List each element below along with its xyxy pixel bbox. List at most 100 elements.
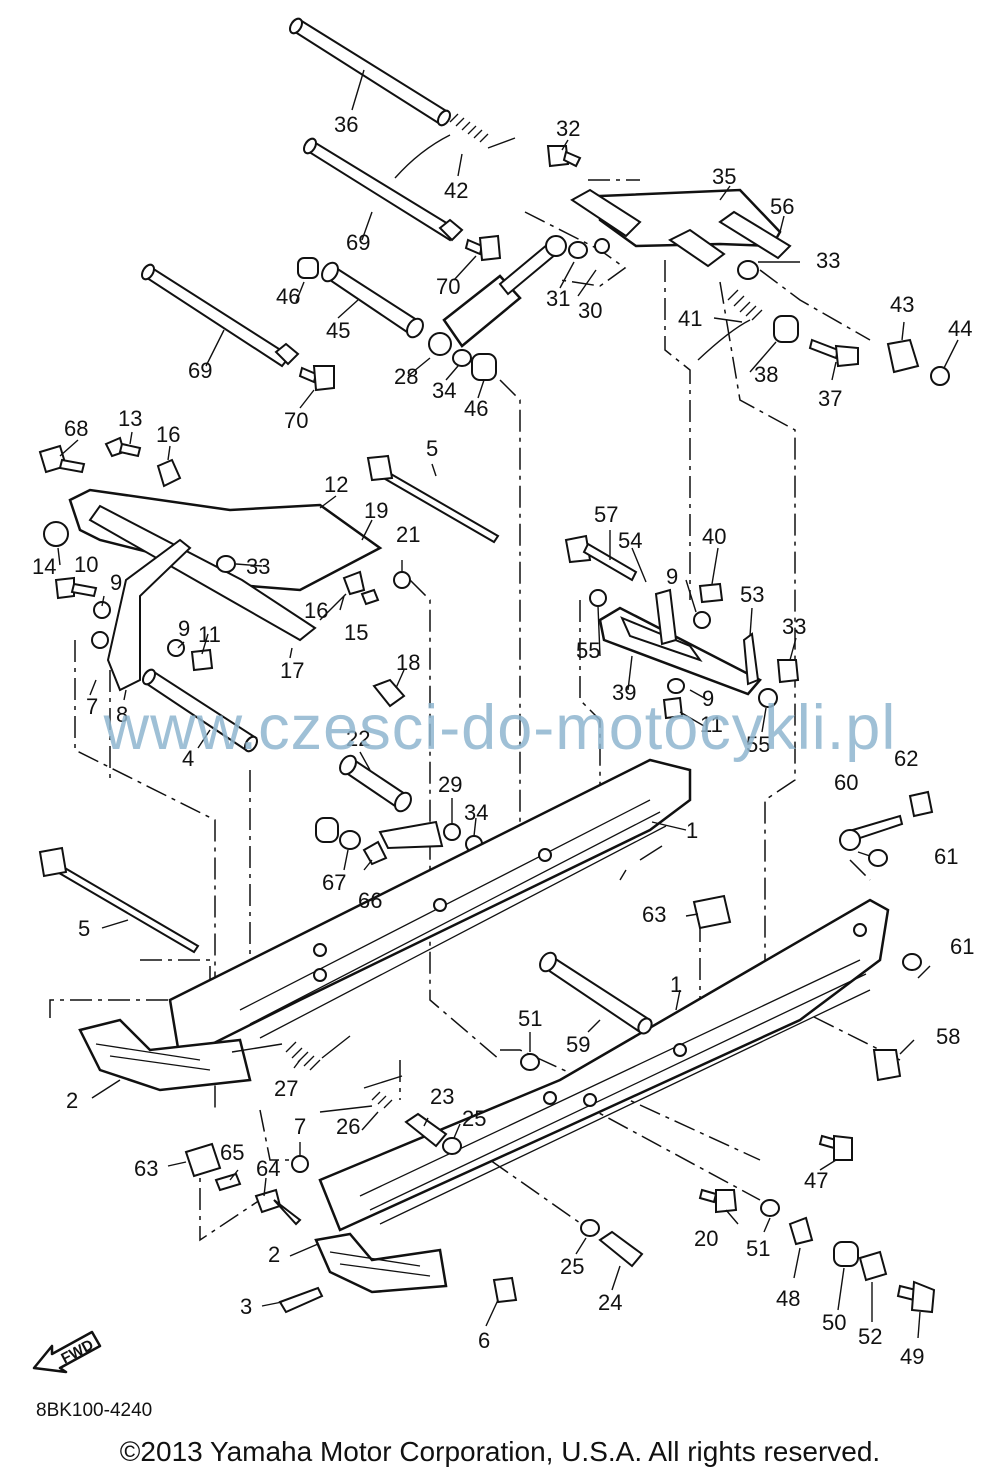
bolt-70-lower <box>298 365 335 392</box>
ski-2-upper <box>78 1018 252 1092</box>
callout-60: 60 <box>834 770 858 795</box>
callout-33: 33 <box>816 248 840 273</box>
callout-48: 48 <box>776 1286 800 1311</box>
callout-7: 7 <box>294 1114 306 1139</box>
callout-2: 2 <box>268 1242 280 1267</box>
axle-4 <box>142 668 258 753</box>
collar-45-46 <box>297 257 424 339</box>
callout-53: 53 <box>740 582 764 607</box>
callout-15: 15 <box>344 620 368 645</box>
callout-1: 1 <box>686 818 698 843</box>
callout-55: 55 <box>576 638 600 663</box>
callout-22: 22 <box>346 726 370 751</box>
rail-1-right <box>318 898 890 1232</box>
callout-14: 14 <box>32 554 56 579</box>
callout-34: 34 <box>432 378 456 403</box>
shaft-69-lower <box>141 263 300 368</box>
callout-20: 20 <box>694 1226 718 1251</box>
callout-7: 7 <box>86 694 98 719</box>
callout-30: 30 <box>578 298 602 323</box>
callout-68: 68 <box>64 416 88 441</box>
shock-absorber-28 <box>428 235 610 381</box>
callout-1: 1 <box>670 972 682 997</box>
callout-62: 62 <box>894 746 918 771</box>
callout-13: 13 <box>118 406 142 431</box>
callout-11: 11 <box>700 712 723 737</box>
callout-9: 9 <box>666 564 678 589</box>
shaft-36 <box>289 17 451 127</box>
callout-67: 67 <box>322 870 346 895</box>
mid-arm-39 <box>564 534 800 720</box>
assembly-guide-lines <box>49 179 901 1242</box>
spring-42 <box>394 113 516 179</box>
callout-17: 17 <box>280 658 304 683</box>
callout-49: 49 <box>900 1344 924 1369</box>
long-bolt-5-lower <box>38 846 200 954</box>
long-bolt-5-upper <box>366 454 500 544</box>
callout-33: 33 <box>782 614 806 639</box>
callout-29: 29 <box>438 772 462 797</box>
diagram-code: 8BK100-4240 <box>36 1400 153 1421</box>
forward-arrow-icon: FWD <box>32 1330 102 1374</box>
callout-59: 59 <box>566 1032 590 1057</box>
callout-11: 11 <box>198 622 221 647</box>
callout-leaders <box>57 69 959 1339</box>
callout-51: 51 <box>746 1236 770 1261</box>
callout-65: 65 <box>220 1140 244 1165</box>
callout-46: 46 <box>276 284 300 309</box>
front-arm-assembly <box>38 436 411 708</box>
callout-39: 39 <box>612 680 636 705</box>
callout-70: 70 <box>436 274 460 299</box>
shaft-69-upper <box>303 137 464 242</box>
callout-52: 52 <box>858 1324 882 1349</box>
callout-69: 69 <box>188 358 212 383</box>
callout-32: 32 <box>556 116 580 141</box>
callout-46: 46 <box>464 396 488 421</box>
callout-16: 16 <box>156 422 180 447</box>
bolt-70-upper <box>464 234 502 262</box>
bolts-6-20-47-48-49-58 <box>492 1049 936 1314</box>
callout-47: 47 <box>804 1168 828 1193</box>
callout-63: 63 <box>642 902 666 927</box>
callout-54: 54 <box>618 528 642 553</box>
callout-3: 3 <box>240 1294 252 1319</box>
callout-41: 41 <box>678 306 702 331</box>
callout-42: 42 <box>444 178 468 203</box>
callout-24: 24 <box>598 1290 622 1315</box>
callout-35: 35 <box>712 164 736 189</box>
callout-12: 12 <box>324 472 348 497</box>
collars-23-24-25 <box>291 1053 780 1268</box>
callout-25: 25 <box>462 1106 486 1131</box>
collar-22 <box>339 754 412 813</box>
callout-61: 61 <box>934 844 958 869</box>
axle-59 <box>539 951 653 1035</box>
parts-3-64-65 <box>214 1172 324 1314</box>
callout-10: 10 <box>74 552 98 577</box>
callout-28: 28 <box>394 364 418 389</box>
callout-66: 66 <box>358 888 382 913</box>
callout-50: 50 <box>822 1310 846 1335</box>
callout-37: 37 <box>818 386 842 411</box>
callout-69: 69 <box>346 230 370 255</box>
callout-18: 18 <box>396 650 420 675</box>
callout-19: 19 <box>364 498 388 523</box>
callout-8: 8 <box>116 702 128 727</box>
callout-61: 61 <box>950 934 974 959</box>
callout-9: 9 <box>110 570 122 595</box>
callout-34: 34 <box>464 800 488 825</box>
ski-2-lower <box>314 1232 448 1294</box>
callout-25: 25 <box>560 1254 584 1279</box>
callout-64: 64 <box>256 1156 280 1181</box>
callout-38: 38 <box>754 362 778 387</box>
callout-45: 45 <box>326 318 350 343</box>
callout-31: 31 <box>546 286 570 311</box>
callout-labels: 1 1 2 2 3 4 5 5 6 7 7 8 9 9 9 9 10 11 11… <box>32 112 974 1369</box>
rail-1-left <box>168 758 692 1062</box>
callout-43: 43 <box>890 292 914 317</box>
callout-26: 26 <box>336 1114 360 1139</box>
springs-26-27 <box>231 1035 403 1113</box>
callout-70: 70 <box>284 408 308 433</box>
callout-5: 5 <box>78 916 90 941</box>
callout-56: 56 <box>770 194 794 219</box>
